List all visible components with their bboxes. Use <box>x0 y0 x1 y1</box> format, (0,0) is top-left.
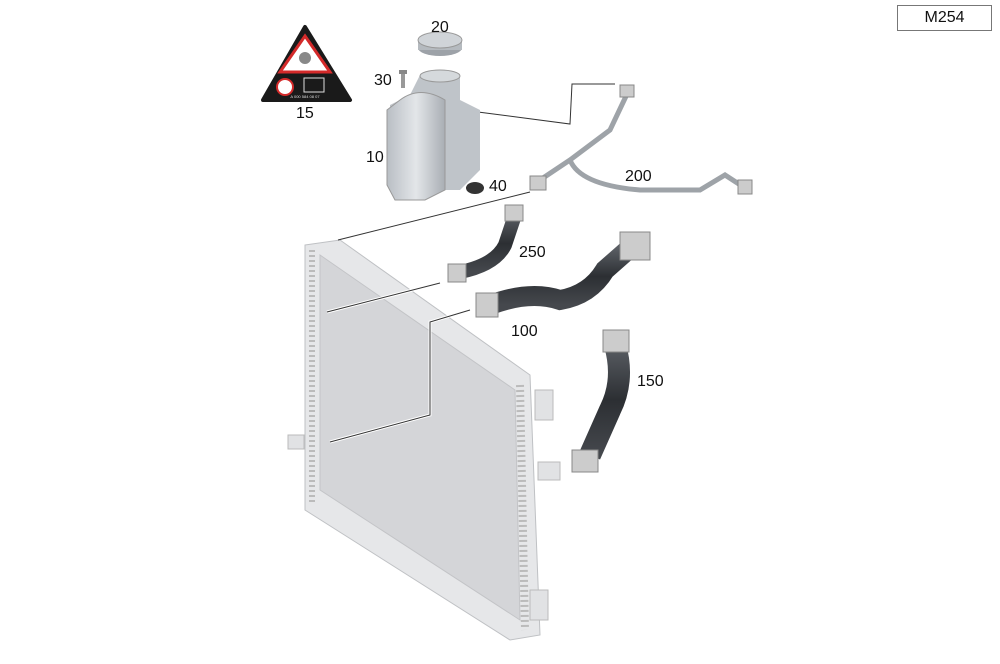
part-number-label: 250 <box>519 244 546 261</box>
radiator[interactable] <box>287 239 561 641</box>
part-number-label: 200 <box>625 168 652 185</box>
part-number-label: 150 <box>637 373 664 390</box>
hose-100[interactable] <box>475 231 651 318</box>
leader-lines <box>326 83 615 444</box>
part-number-label: 15 <box>296 105 314 122</box>
grommet[interactable] <box>466 182 484 194</box>
hose-250[interactable] <box>447 204 524 283</box>
part-number-label: 10 <box>366 149 384 166</box>
part-number-label: 20 <box>431 19 449 36</box>
vent-line[interactable] <box>529 84 753 195</box>
expansion-tank[interactable] <box>386 69 480 201</box>
part-number-label: 30 <box>374 72 392 89</box>
part-number-label: 100 <box>511 323 538 340</box>
model-code-badge: M254 <box>897 5 992 31</box>
cap[interactable] <box>417 31 463 56</box>
hose-150[interactable] <box>571 329 630 473</box>
sticker-text: A 000 584 08 07 <box>290 94 320 99</box>
part-number-label: 40 <box>489 178 507 195</box>
screw[interactable] <box>399 70 407 88</box>
warning-sticker[interactable]: A 000 584 08 07 <box>261 25 352 102</box>
